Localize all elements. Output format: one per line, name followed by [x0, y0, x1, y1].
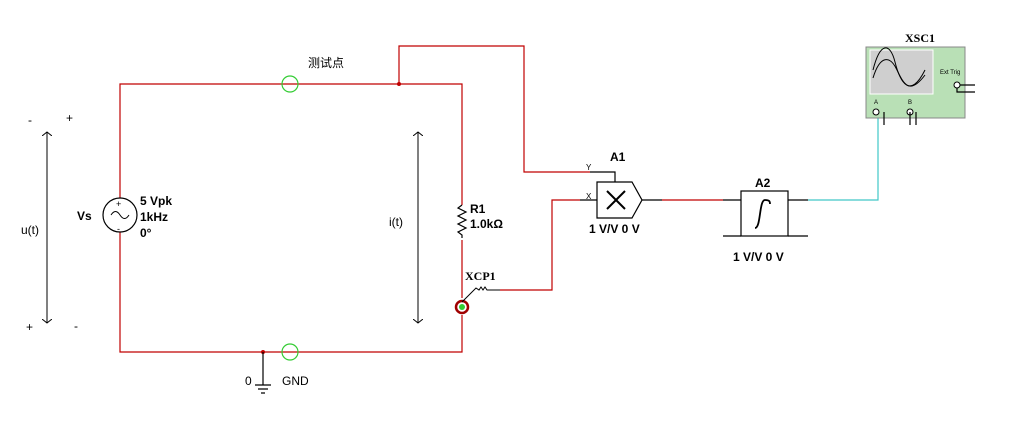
multiplier-gain: 1 V/V 0 V	[589, 222, 640, 236]
integrator-block[interactable]	[740, 190, 789, 237]
oscilloscope[interactable]	[865, 46, 975, 125]
test-point-top[interactable]	[281, 75, 299, 93]
test-point-label: 测试点	[308, 55, 344, 70]
resistor-symbol[interactable]	[456, 204, 468, 238]
svg-text:A: A	[874, 100, 878, 106]
resistor-value: 1.0kΩ	[470, 217, 503, 231]
test-point-bottom[interactable]	[281, 343, 299, 361]
svg-text:+: +	[26, 320, 33, 334]
multiplier-name: A1	[610, 150, 626, 164]
svg-text:Ext Trig: Ext Trig	[940, 70, 960, 76]
svg-text:+: +	[66, 111, 73, 125]
svg-text:Y: Y	[586, 163, 592, 172]
svg-text:-: -	[28, 113, 32, 127]
voltage-label: u(t)	[21, 223, 39, 237]
svg-text:-: -	[74, 319, 78, 333]
svg-text:+: +	[116, 199, 121, 209]
svg-text:X: X	[586, 192, 592, 201]
svg-text:B: B	[908, 100, 912, 106]
integrator-name: A2	[755, 176, 771, 190]
source-frequency: 1kHz	[140, 210, 168, 224]
current-label: i(t)	[389, 215, 403, 229]
circuit-wires[interactable]	[119, 45, 879, 354]
integrator-gain: 1 V/V 0 V	[733, 250, 784, 264]
ground-node: 0	[245, 374, 252, 388]
svg-text:-: -	[117, 224, 120, 234]
resistor-name: R1	[470, 202, 486, 216]
oscilloscope-name: XSC1	[905, 31, 935, 45]
ground-symbol[interactable]	[255, 352, 271, 394]
source-amplitude: 5 Vpk	[140, 194, 172, 208]
ground-label: GND	[282, 374, 309, 388]
voltage-source[interactable]: + -	[102, 197, 138, 234]
current-probe[interactable]	[454, 286, 500, 315]
multiplier-block[interactable]	[596, 181, 643, 219]
source-phase: 0°	[140, 226, 152, 240]
probe-name: XCP1	[465, 269, 496, 283]
source-name: Vs	[77, 209, 92, 223]
